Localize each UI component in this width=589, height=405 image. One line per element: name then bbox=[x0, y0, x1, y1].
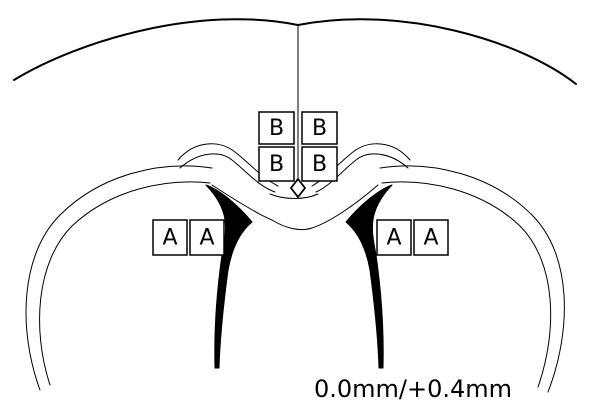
site-b-box: B bbox=[259, 147, 294, 181]
site-b-label: B bbox=[312, 152, 327, 177]
site-b-box: B bbox=[302, 147, 337, 181]
site-b-box: B bbox=[302, 112, 337, 144]
right-lateral-contour bbox=[380, 166, 564, 392]
left-ventricle bbox=[206, 185, 252, 368]
site-b-label: B bbox=[269, 152, 284, 177]
site-a-label: A bbox=[423, 226, 438, 251]
site-a-box: A bbox=[153, 220, 187, 255]
site-b-label: B bbox=[269, 116, 284, 141]
left-inner-contour bbox=[40, 182, 210, 385]
site-a-box: A bbox=[190, 220, 224, 255]
right-hemisphere-dorsal-arc bbox=[298, 19, 576, 84]
site-a-label: A bbox=[386, 226, 401, 251]
right-ventricle bbox=[346, 185, 392, 368]
white-matter-outlines bbox=[26, 144, 564, 392]
callosal-dorsal-edge bbox=[270, 194, 318, 199]
site-a-label: A bbox=[162, 226, 177, 251]
coordinate-label: 0.0mm/+0.4mm bbox=[314, 375, 512, 403]
lateral-ventricles bbox=[206, 185, 392, 368]
site-a-box: A bbox=[377, 220, 411, 255]
site-b-box: B bbox=[259, 112, 294, 144]
site-a-box: A bbox=[414, 220, 448, 255]
left-lateral-contour bbox=[26, 166, 212, 390]
site-a-boxes: A A A A bbox=[153, 220, 448, 255]
brain-outline bbox=[14, 19, 576, 182]
site-a-label: A bbox=[199, 226, 214, 251]
site-b-label: B bbox=[312, 116, 327, 141]
left-hemisphere-dorsal-arc bbox=[14, 19, 298, 80]
right-inner-contour bbox=[382, 182, 551, 387]
